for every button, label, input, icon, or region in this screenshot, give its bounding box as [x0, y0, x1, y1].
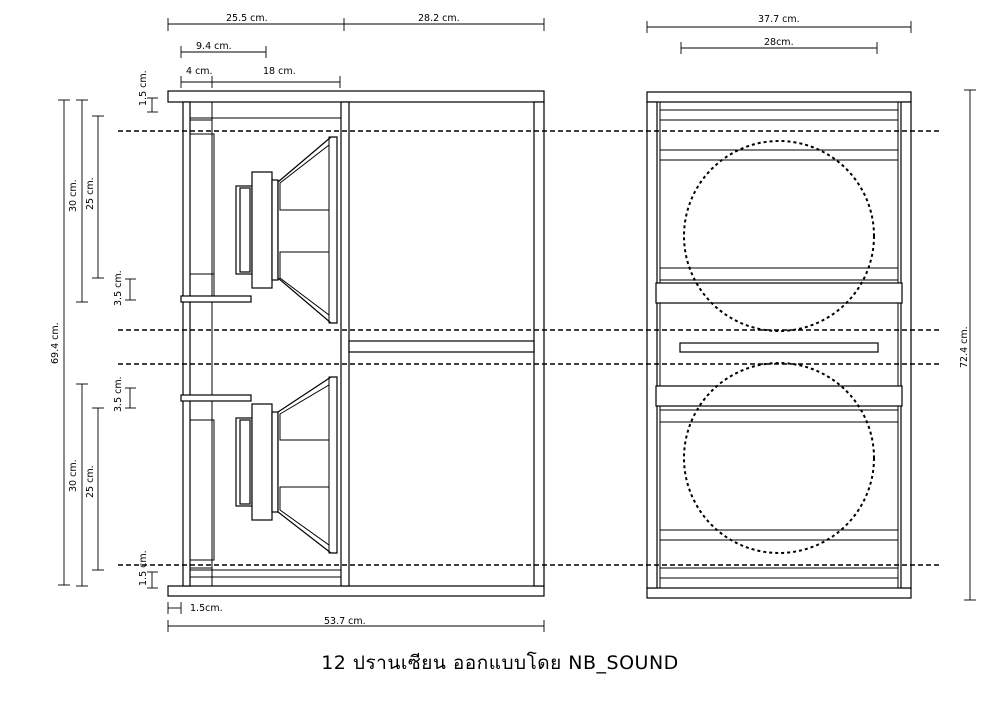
front-middle-strip	[679, 342, 879, 353]
dim-label-3-5-bottom: 3.5 cm.	[113, 376, 124, 412]
dim-label-69-4: 69.4 cm.	[50, 322, 61, 364]
dim-label-72-4: 72.4 cm.	[959, 326, 970, 368]
dimension-lines	[58, 18, 976, 632]
front-top-panel	[646, 91, 912, 103]
side-view	[167, 90, 545, 597]
side-back-wall	[533, 101, 545, 587]
dim-label-25-bottom: 25 cm.	[85, 465, 96, 498]
dim-label-37-7: 37.7 cm.	[758, 14, 800, 25]
front-view	[646, 91, 912, 599]
reference-lines	[118, 130, 940, 566]
dim-label-1-5-bottom-left: 1.5 cm.	[138, 550, 149, 586]
dim-label-25-top: 25 cm.	[85, 177, 96, 210]
lower-cross-brace	[655, 385, 903, 407]
front-right-wall	[900, 101, 912, 589]
side-front-baffle	[182, 101, 191, 587]
dim-label-1-5-bottom: 1.5cm.	[190, 603, 223, 614]
dim-label-25-5: 25.5 cm.	[226, 13, 268, 24]
upper-driver	[235, 136, 338, 324]
dim-label-1-5-top: 1.5 cm.	[138, 70, 149, 106]
dimension-labels: 25.5 cm. 28.2 cm. 9.4 cm. 4 cm. 18 cm. 1…	[50, 13, 970, 627]
upper-port-shelf	[180, 295, 252, 303]
side-top-panel	[167, 90, 545, 103]
dim-label-53-7: 53.7 cm.	[324, 616, 366, 627]
upper-cross-brace	[655, 282, 903, 304]
side-center-divider	[340, 101, 350, 587]
dim-label-3-5-top: 3.5 cm.	[113, 270, 124, 306]
dim-label-30-bottom: 30 cm.	[68, 459, 79, 492]
dim-label-28-2: 28.2 cm.	[418, 13, 460, 24]
dim-label-4: 4 cm.	[186, 66, 213, 77]
lower-driver-outline	[683, 362, 875, 554]
lower-driver	[235, 376, 338, 554]
front-bottom-panel	[646, 587, 912, 599]
side-baffle-layer	[189, 101, 213, 587]
upper-driver-outline	[683, 140, 875, 332]
design-caption: 12 ปรานเซียน ออกแบบโดย NB_SOUND	[321, 652, 679, 674]
dim-label-28: 28cm.	[764, 37, 794, 48]
dim-label-18: 18 cm.	[263, 66, 296, 77]
lower-port-shelf	[180, 394, 252, 402]
dim-label-30-top: 30 cm.	[68, 179, 79, 212]
side-bottom-panel	[167, 585, 545, 597]
front-left-wall	[646, 101, 658, 589]
side-middle-shelf	[348, 340, 535, 353]
dim-label-9-4: 9.4 cm.	[196, 41, 232, 52]
